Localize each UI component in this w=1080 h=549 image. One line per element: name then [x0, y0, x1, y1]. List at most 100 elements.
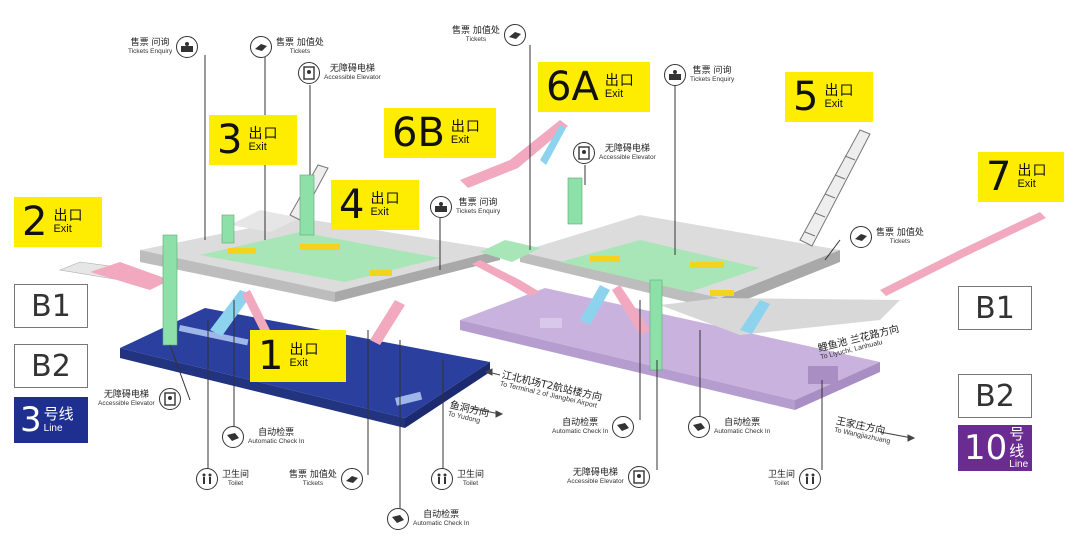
- exit-en: Exit: [1017, 177, 1036, 190]
- exit-en: Exit: [370, 205, 389, 218]
- callout-en: Automatic Check In: [413, 520, 470, 528]
- exit-number: 6B: [392, 110, 445, 156]
- leader-lines: [169, 45, 841, 510]
- callout-cn: 售票 加值处: [289, 470, 337, 481]
- callout-cn: 售票 问询: [692, 66, 732, 77]
- callout-cn: 售票 问询: [130, 38, 170, 49]
- callout-cn: 无障碍电梯: [103, 390, 149, 401]
- exit-cn: 出口: [53, 207, 84, 224]
- callout-en: Tickets Enquiry: [128, 48, 173, 56]
- callout-en: Tickets: [302, 480, 324, 488]
- toilet-icon: [431, 468, 453, 490]
- exit-en: Exit: [53, 222, 72, 235]
- callout-cn: 无障碍电梯: [604, 144, 650, 155]
- exit-cn: 出口: [824, 82, 855, 99]
- callout-en: Toilet: [462, 480, 479, 488]
- callout-cn: 无障碍电梯: [329, 64, 375, 75]
- callout-cn: 卫生间: [768, 470, 796, 481]
- level-b1-left: B1: [14, 284, 88, 328]
- callout-en: Automatic Check In: [248, 438, 305, 446]
- callout-cn: 售票 加值处: [276, 38, 324, 49]
- exit-number: 1: [258, 333, 284, 379]
- automatic-check-in-icon: [612, 416, 635, 438]
- level-b2-left: B2: [14, 344, 88, 388]
- exit-cn: 出口: [248, 125, 279, 142]
- elevator-shafts: [162, 174, 663, 371]
- callout-cn: 自动检票: [258, 428, 295, 439]
- ticket-enquiry-icon: [176, 36, 199, 58]
- ticket-enquiry-icon: [664, 64, 686, 86]
- callout-cn: 卫生间: [222, 470, 250, 481]
- accessible-elevator-icon: [573, 142, 595, 164]
- callout-en: Tickets: [289, 48, 311, 56]
- callout-en: Automatic Check In: [552, 428, 609, 436]
- toilet-icon: [196, 468, 218, 490]
- ticket-top-up-icon: [340, 468, 363, 490]
- callout-cn: 自动检票: [562, 418, 599, 429]
- ticket-gates: [228, 244, 734, 296]
- exit-en: Exit: [248, 140, 267, 153]
- callout-cn: 自动检票: [724, 418, 761, 429]
- callout-en: Toilet: [773, 480, 790, 488]
- callout-en: Automatic Check In: [714, 428, 771, 436]
- staircase-exit-5: [799, 129, 871, 247]
- callout-en: Toilet: [227, 480, 244, 488]
- exit-en: Exit: [289, 356, 308, 369]
- line-cn: 号线: [43, 405, 74, 424]
- exit-number: 2: [22, 199, 48, 245]
- callout-en: Accessible Elevator: [599, 154, 656, 162]
- callout-cn: 无障碍电梯: [572, 468, 618, 479]
- callout-cn: 自动检票: [423, 510, 460, 521]
- exit-cn: 出口: [604, 72, 635, 89]
- line-cn: 号线: [1009, 425, 1025, 460]
- automatic-check-in-icon: [387, 508, 409, 530]
- exit-en: Exit: [824, 97, 843, 110]
- toilet-icon: [799, 468, 822, 490]
- level-b2-right: B2: [958, 374, 1032, 418]
- exit-en: Exit: [450, 133, 470, 146]
- exit-cn: 出口: [450, 118, 481, 135]
- direction-arrows: [469, 368, 916, 442]
- line-en: Line: [43, 422, 63, 434]
- line-en: Line: [1009, 459, 1029, 470]
- callout-en: Tickets: [465, 36, 487, 44]
- ticket-top-up-icon: [503, 24, 526, 46]
- exit-cn: 出口: [370, 190, 401, 207]
- exit-number: 5: [793, 74, 819, 120]
- callout-en: Tickets: [889, 238, 911, 246]
- callout-en: Tickets Enquiry: [456, 208, 501, 216]
- accessible-elevator-icon: [298, 62, 320, 84]
- line-number: 3: [20, 400, 42, 440]
- exit-number: 6A: [546, 64, 599, 110]
- accessible-elevator-icon: [158, 388, 181, 410]
- exit-number: 3: [217, 117, 243, 163]
- line10-platform: [460, 288, 880, 400]
